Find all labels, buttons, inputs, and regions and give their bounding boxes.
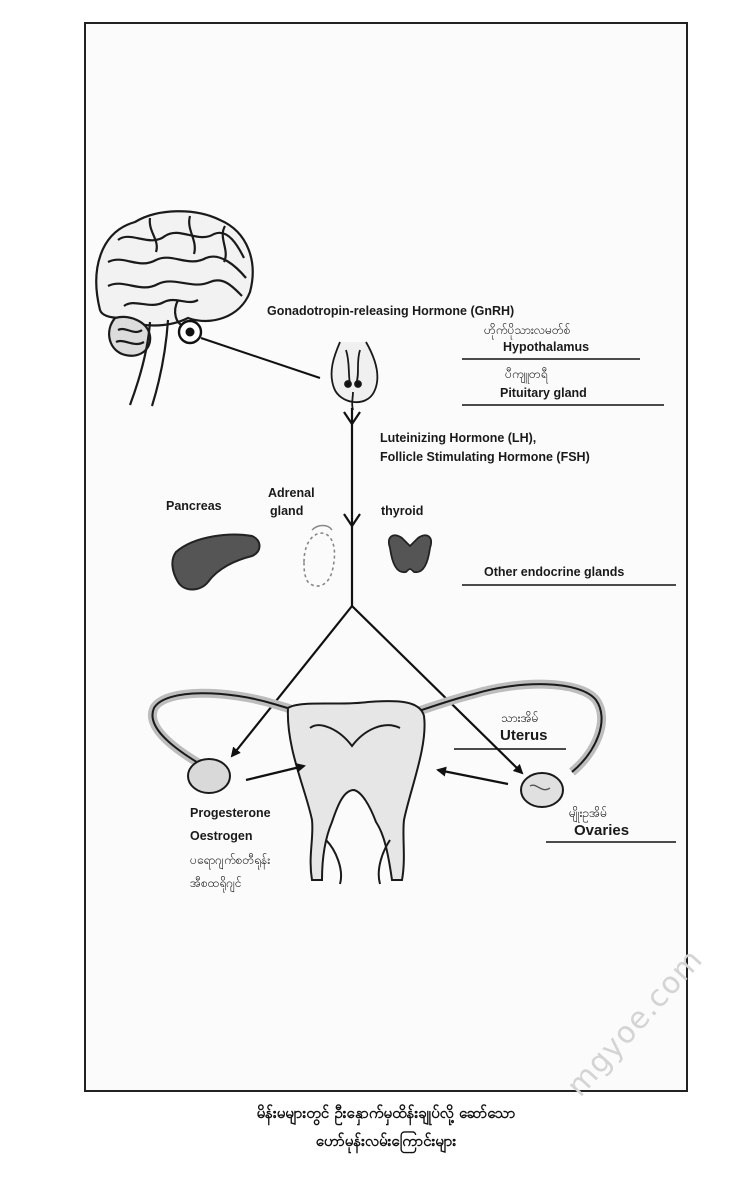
right-ovary [520, 772, 564, 808]
left-ovary-to-uterus-arrow [245, 763, 306, 782]
uterus-burmese-label: သားအိမ် [501, 711, 539, 725]
pituitary-burmese-label: ပီကျူတရီ [505, 367, 548, 381]
lh-label: Luteinizing Hormone (LH), [380, 431, 537, 445]
brain-connector-line [200, 337, 321, 379]
hypothalamus-burmese-label: ဟိုက်ပိုသားလမတ်စ် [484, 323, 571, 337]
ovaries-burmese-label: မျိုးဥအိမ် [569, 806, 608, 820]
hypothalamus-label: Hypothalamus [503, 340, 590, 354]
adrenal-gland-illustration [303, 532, 336, 587]
brain-illustration [95, 210, 254, 407]
pituitary-gland-label: Pituitary gland [500, 386, 587, 400]
adrenal-label-line2: gland [270, 504, 304, 518]
gnrh-label: Gonadotropin-releasing Hormone (GnRH) [267, 304, 515, 318]
uterus-label: Uterus [500, 727, 548, 744]
branch-arrow-right [351, 605, 524, 775]
uterus-illustration [148, 679, 607, 885]
hormones-burmese-label-1: ပရောဂျက်စတီရုန်း [190, 853, 271, 867]
pathway-chevron-mid [343, 513, 361, 528]
right-ovary-to-uterus-arrow [436, 766, 509, 786]
branch-arrow-left [230, 605, 353, 758]
progesterone-label: Progesterone [190, 806, 271, 820]
oestrogen-label: Oestrogen [190, 829, 253, 843]
fsh-label: Follicle Stimulating Hormone (FSH) [380, 450, 590, 464]
hypothalamus-callout-dot [185, 327, 195, 337]
pancreas-illustration [171, 533, 261, 591]
pathway-chevron-top [343, 411, 361, 426]
left-ovary [187, 758, 231, 794]
figure-caption-line1: မိန်းမများတွင် ဦးနှောက်မှထိန်းချုပ်လို့ … [256, 1104, 516, 1122]
label-underlines [454, 358, 676, 843]
hormones-burmese-label-2: အီစထရိုဂျင် [190, 876, 242, 890]
ovaries-label: Ovaries [574, 822, 630, 839]
thyroid-illustration [388, 534, 432, 574]
pancreas-label: Pancreas [166, 499, 222, 513]
adrenal-label-line1: Adrenal [268, 486, 315, 500]
figure-caption-line2: ဟော်မုန်းလမ်းကြောင်းများ [315, 1132, 457, 1150]
pituitary-illustration [330, 341, 379, 411]
thyroid-label: thyroid [381, 504, 424, 518]
other-endocrine-glands-label: Other endocrine glands [484, 565, 625, 579]
